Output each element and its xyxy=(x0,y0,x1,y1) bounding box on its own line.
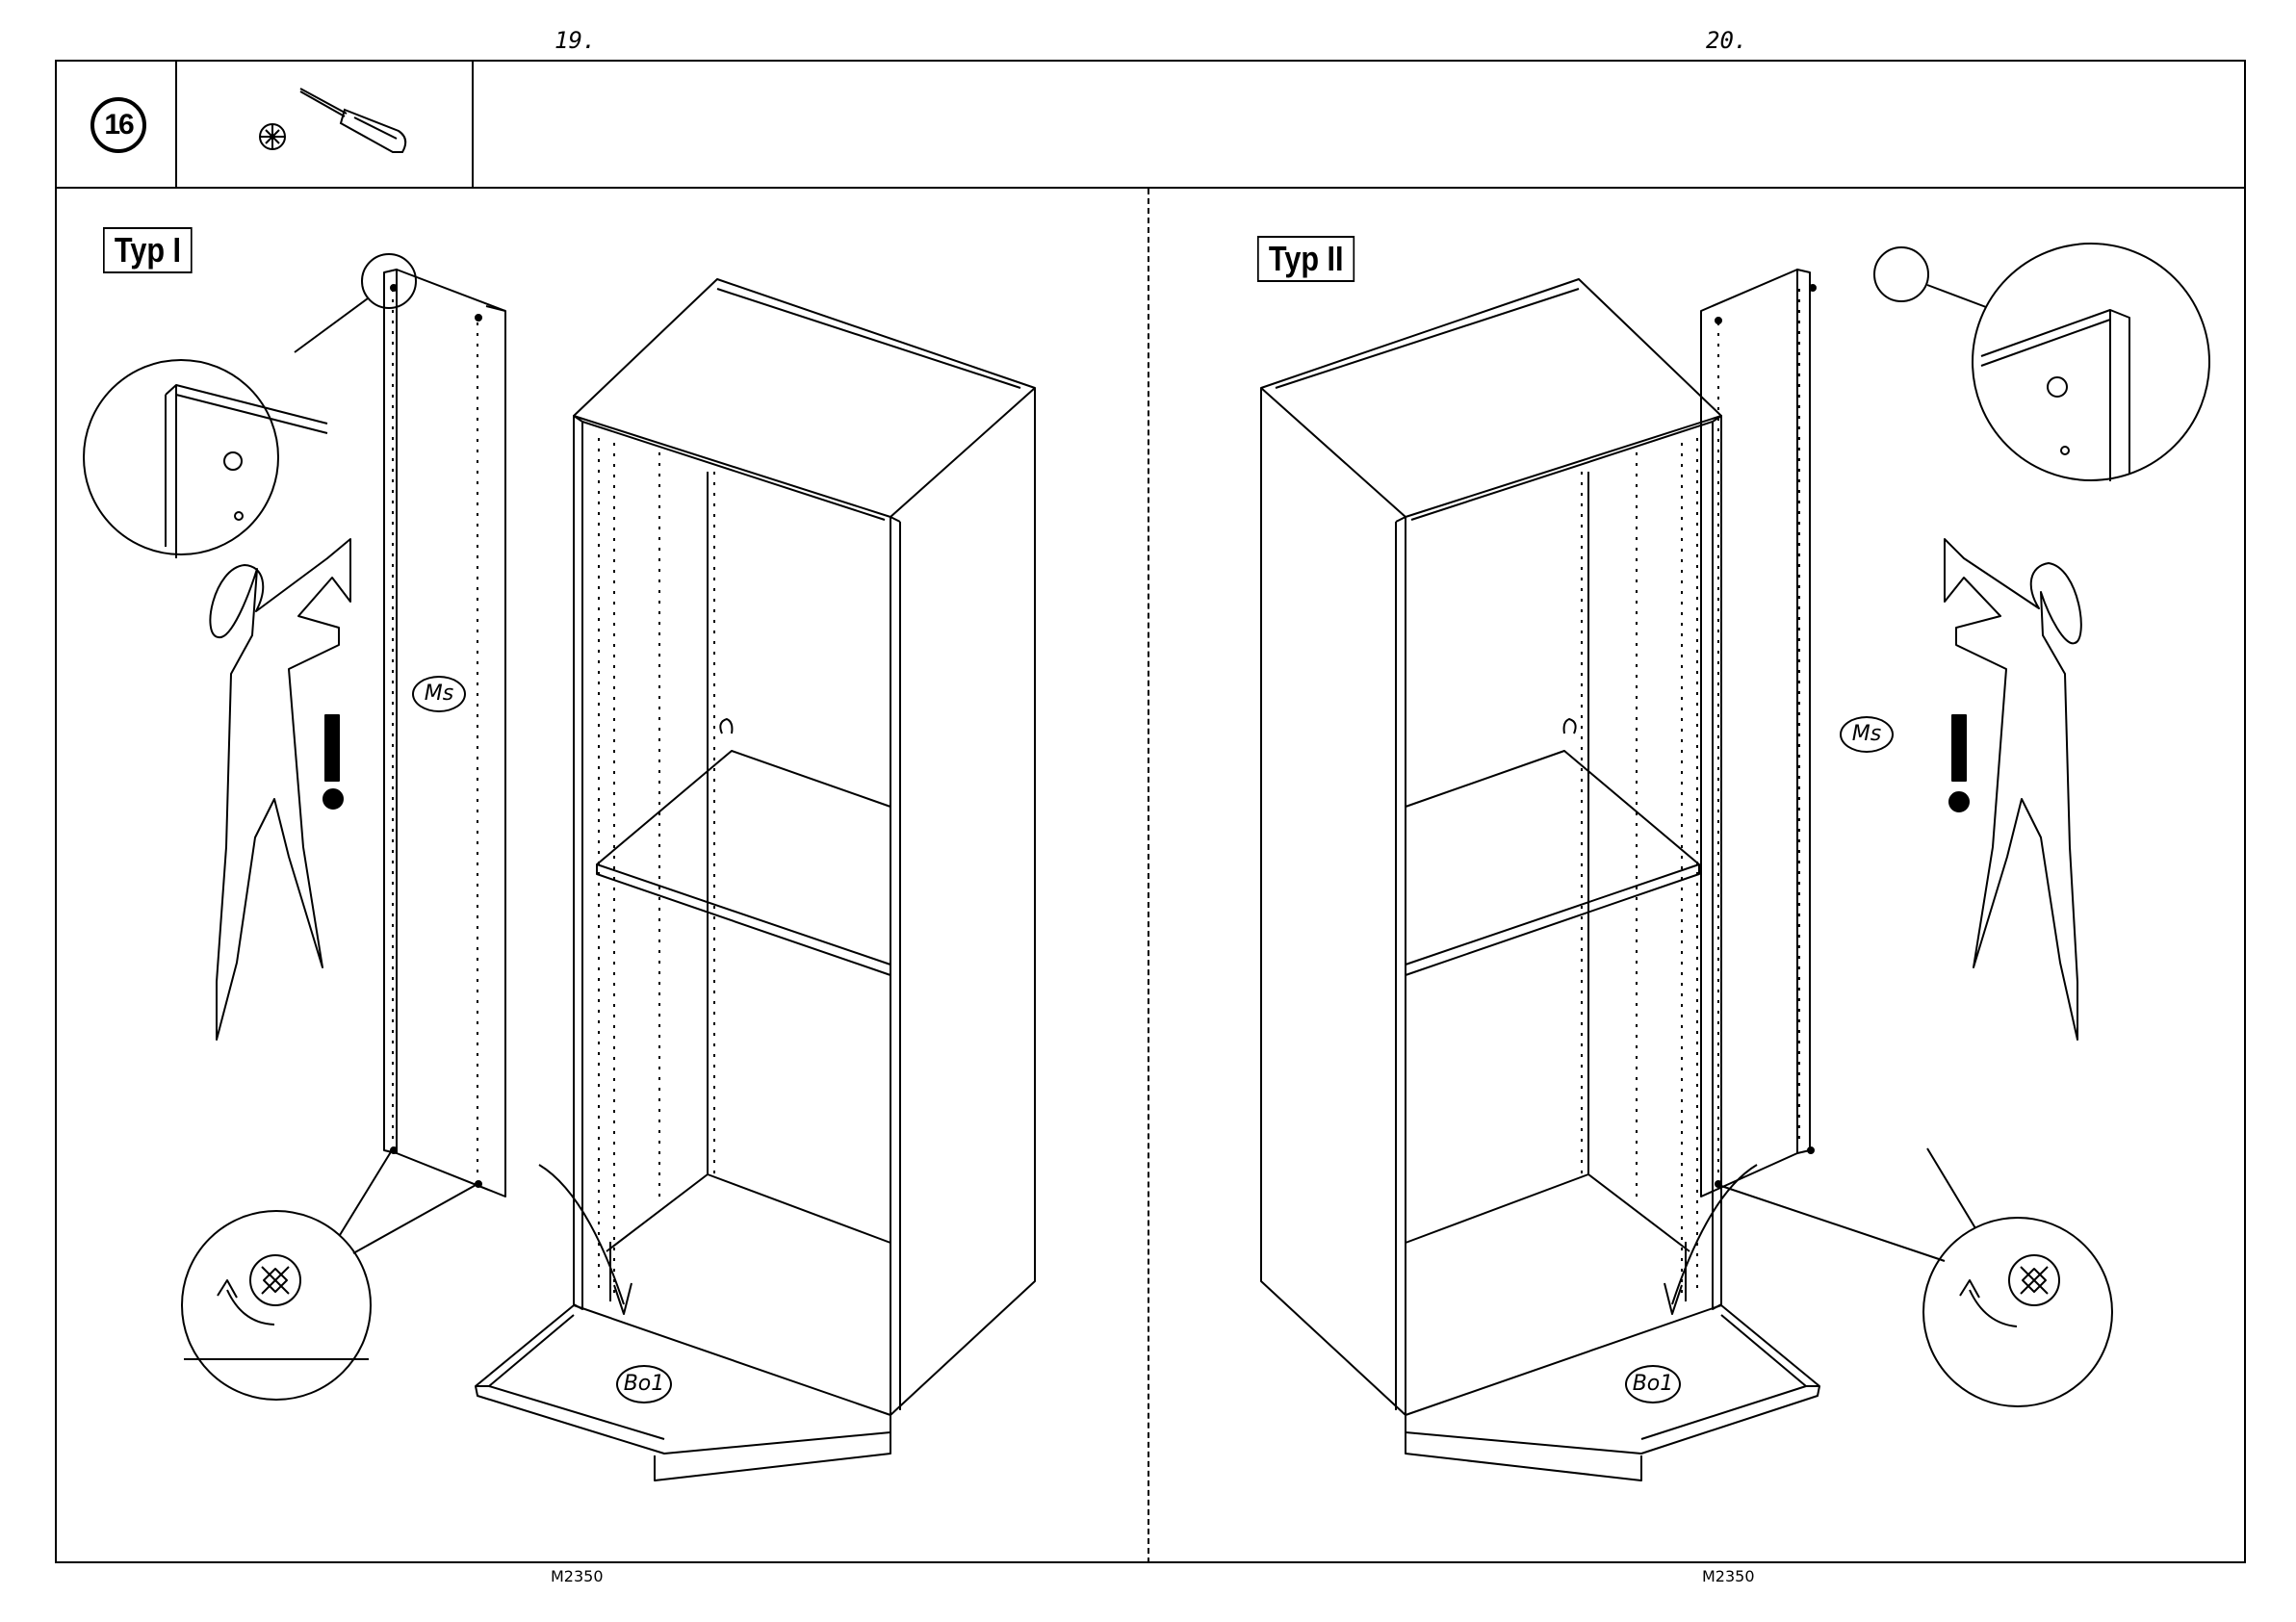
part-label-ms-left: Ms xyxy=(412,676,466,712)
cabinet-left xyxy=(476,279,1035,1480)
warning-person-right xyxy=(1945,539,2081,1040)
cabinet-right xyxy=(1261,279,1819,1480)
detail-zoom-top-left xyxy=(84,254,416,558)
side-panel-left xyxy=(384,270,505,1197)
part-label-bo1-left: Bo1 xyxy=(616,1365,672,1403)
part-label-ms-right: Ms xyxy=(1840,716,1894,753)
detail-zoom-bottom-right xyxy=(1718,1148,2112,1406)
model-code-left: M2350 xyxy=(551,1567,604,1585)
model-code-right: M2350 xyxy=(1702,1567,1755,1585)
warning-person-left xyxy=(210,539,350,1040)
detail-zoom-top-right xyxy=(1874,244,2209,481)
part-label-bo1-right: Bo1 xyxy=(1625,1365,1681,1403)
side-panel-right xyxy=(1701,270,1816,1197)
detail-zoom-bottom-left xyxy=(182,1150,477,1400)
